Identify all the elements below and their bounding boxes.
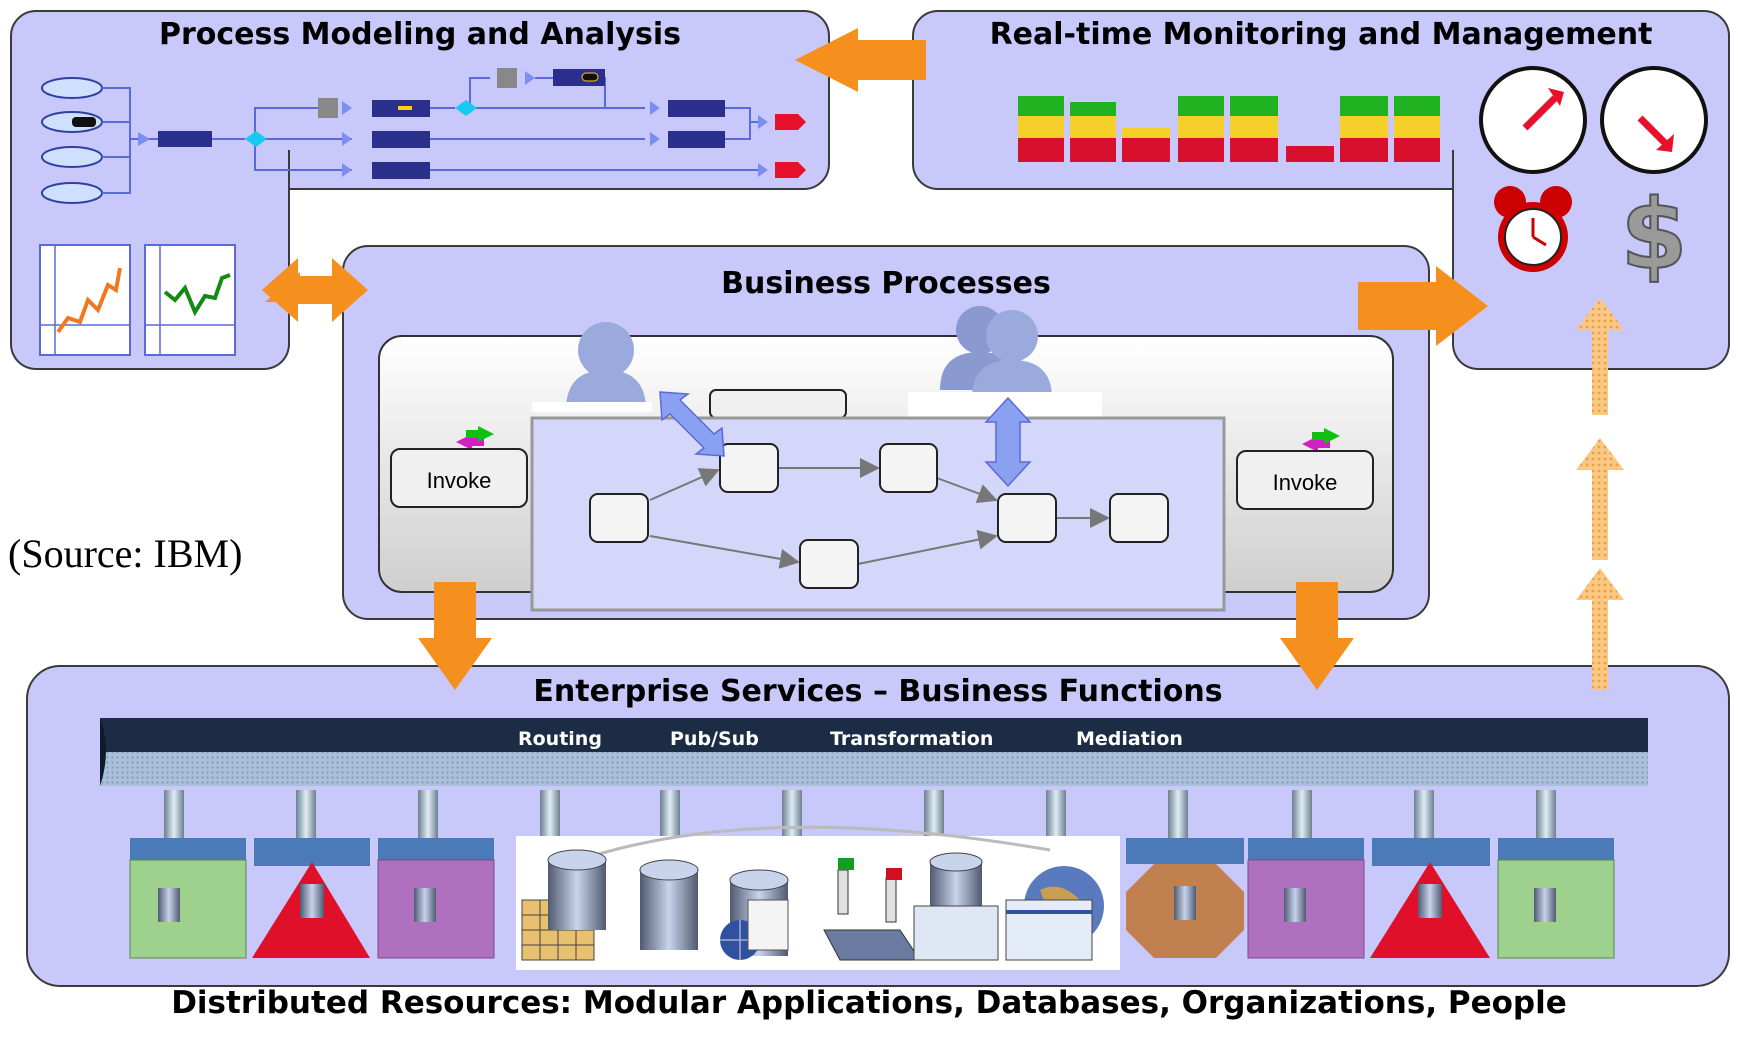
database-icon: [639, 859, 699, 950]
analysis-chart-orange: [39, 244, 131, 356]
enterprise-title: Enterprise Services – Business Functions: [533, 674, 1223, 709]
resources-image: [516, 825, 1120, 970]
flow-arrows: [262, 28, 1488, 690]
source-note: (Source: IBM): [8, 531, 243, 576]
service-block: [129, 838, 247, 959]
alarm-clock-icon: [1494, 186, 1572, 272]
analysis-chart-green: [144, 244, 236, 356]
human-task-arrows: [659, 391, 1032, 488]
workflow-box: [530, 416, 1226, 612]
footer-caption: Distributed Resources: Modular Applicati…: [171, 985, 1567, 1021]
gauge-icon: [1479, 66, 1587, 174]
bus-label-pubsub: Pub/Sub: [670, 728, 759, 750]
service-block: [252, 838, 370, 958]
invoke-box-right: Invoke: [1236, 450, 1374, 510]
service-block: [1370, 838, 1490, 958]
bus-label-transformation: Transformation: [830, 728, 994, 750]
database-icon: [547, 849, 607, 930]
bus-label-routing: Routing: [518, 728, 602, 750]
service-connectors: [164, 790, 1556, 838]
invoke-box-left: Invoke: [390, 448, 528, 508]
business-title: Business Processes: [721, 266, 1051, 301]
monitoring-bars: [1018, 96, 1440, 162]
dollar-icon: $: [1621, 179, 1688, 291]
monitoring-title: Real-time Monitoring and Management: [989, 17, 1653, 52]
dotted-up-arrows: [1576, 298, 1624, 690]
service-block: [1497, 838, 1615, 959]
service-block: [1126, 838, 1244, 958]
person-icon: [940, 306, 1052, 398]
invoke-arrows-icon: [456, 426, 1340, 452]
person-icon: [566, 322, 646, 410]
service-block: [1247, 838, 1365, 959]
process-model-flow: [41, 68, 806, 204]
service-bus: [100, 718, 1648, 786]
modeling-title: Process Modeling and Analysis: [159, 17, 681, 52]
bus-label-mediation: Mediation: [1076, 728, 1183, 750]
gauge-icon: [1600, 66, 1708, 174]
service-block: [377, 838, 495, 959]
